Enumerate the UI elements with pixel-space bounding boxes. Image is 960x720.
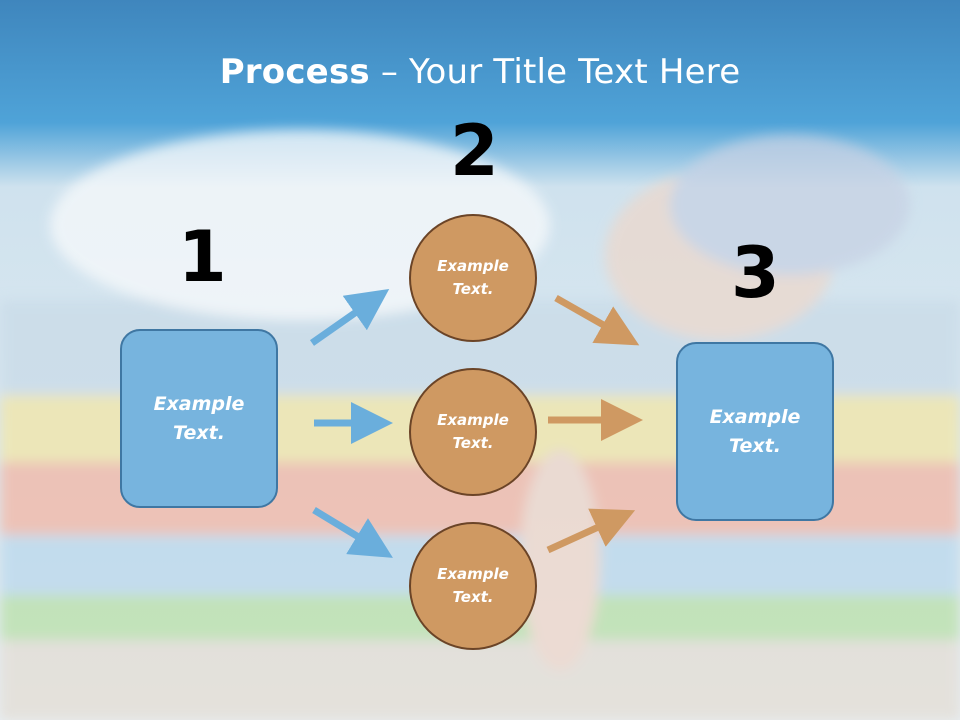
right-box-line1: Example [709,405,801,428]
arrow-left-down [312,507,393,558]
title-bold: Process [219,52,370,92]
circle-top-line2: Text. [452,280,494,298]
left-box-line2: Text. [173,421,225,444]
arrow-right-up [546,508,636,554]
circle-middle-line2: Text. [452,434,494,452]
step-number-1: 1 [178,216,227,298]
circle-bottom-line2: Text. [452,588,494,606]
step-number-2: 2 [450,110,499,192]
arrow-right-down [554,294,640,346]
circle-bottom-line1: Example [437,565,509,583]
circle-top-line1: Example [437,257,509,275]
circle-middle-line1: Example [437,411,509,429]
title-rest: – Your Title Text Here [369,52,741,92]
arrow-left-up [309,288,390,346]
page-title: Process – Your Title Text Here [0,52,960,92]
left-box-line1: Example [153,392,245,415]
step-number-3: 3 [731,232,780,314]
right-box-line2: Text. [729,434,781,457]
